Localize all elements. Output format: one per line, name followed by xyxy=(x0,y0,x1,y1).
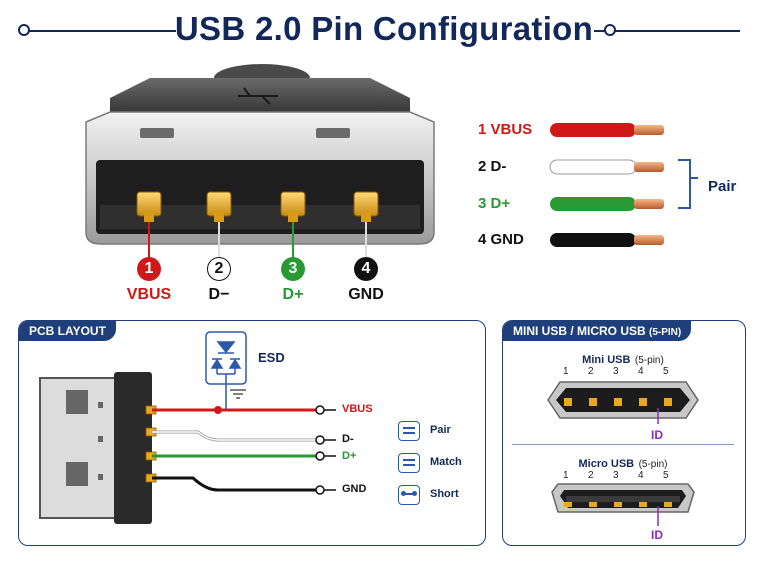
mini-pin-number: 1 xyxy=(563,366,569,377)
mini-pin-3 xyxy=(614,398,622,406)
micro-usb-title-text: Micro USB xyxy=(578,458,635,470)
pair-label: Pair xyxy=(708,178,737,195)
micro-pin-number: 3 xyxy=(613,470,619,481)
legend-match-label: Match xyxy=(430,456,462,468)
mini-usb-title: Mini USB (5-pin) xyxy=(502,350,744,368)
pcb-signal-gnd: GND xyxy=(342,483,367,495)
micro-pin-1 xyxy=(564,502,572,507)
wire-vbus xyxy=(550,123,664,137)
shell-slot-right xyxy=(316,128,350,138)
mini-micro-header-text: MINI USB / MICRO USB xyxy=(513,324,646,338)
connector-overmold xyxy=(110,78,410,118)
micro-pin-number: 2 xyxy=(588,470,594,481)
mini-micro-divider xyxy=(512,444,734,445)
wire-dplus xyxy=(550,197,664,211)
pin3-number-badge: 3 xyxy=(281,257,305,281)
mini-id-label: ID xyxy=(651,428,663,442)
wire-label-dminus: 2 D- xyxy=(478,158,507,175)
micro-pin-4 xyxy=(639,502,647,507)
mini-pin-number: 2 xyxy=(588,366,594,377)
pin4-number-badge: 4 xyxy=(354,257,378,281)
wire-label-gnd: 4 GND xyxy=(478,231,524,248)
pin2-number-badge: 2 xyxy=(207,257,231,281)
mini-pin-2 xyxy=(589,398,597,406)
mini-micro-header-suffix: (5-PIN) xyxy=(649,327,682,338)
wire-gnd xyxy=(550,233,664,247)
mini-pin-number: 4 xyxy=(638,366,644,377)
pcb-signal-vbus: VBUS xyxy=(342,403,373,415)
micro-pin-2 xyxy=(589,502,597,507)
pcb-signal-dminus: D- xyxy=(342,433,354,445)
micro-id-label: ID xyxy=(651,528,663,542)
wire-label-vbus: 1 VBUS xyxy=(478,121,533,138)
trace-gnd xyxy=(152,476,318,492)
ground-symbol-icon xyxy=(230,389,246,399)
esd-label: ESD xyxy=(258,350,285,365)
legend-pair-equals-icon xyxy=(398,421,420,441)
mini-pin-1 xyxy=(564,398,572,406)
micro-pin-number: 1 xyxy=(563,470,569,481)
pcb-panel-header: PCB LAYOUT xyxy=(19,321,116,341)
micro-pin-5 xyxy=(664,502,672,507)
mini-pin-5 xyxy=(664,398,672,406)
shell-slot-left xyxy=(140,128,174,138)
wire-dminus xyxy=(549,159,664,175)
trace-dminus xyxy=(152,431,318,441)
title-right-line xyxy=(594,30,740,32)
title-right-dot xyxy=(604,24,616,36)
pin2-name: D− xyxy=(208,286,230,303)
legend-pair-label: Pair xyxy=(430,424,451,436)
mini-micro-connectors xyxy=(547,381,699,526)
pin3-name: D+ xyxy=(282,286,304,303)
legend-short-label: Short xyxy=(430,488,459,500)
pcb-layout-diagram xyxy=(39,331,336,524)
mini-usb-title-text: Mini USB xyxy=(582,354,631,366)
micro-pin-number: 4 xyxy=(638,470,644,481)
micro-usb-title: Micro USB (5-pin) xyxy=(502,454,744,472)
page-title: USB 2.0 Pin Configuration xyxy=(174,10,594,47)
micro-pin-number: 5 xyxy=(663,470,669,481)
pin4-name: GND xyxy=(348,286,384,303)
plug-housing xyxy=(114,372,152,524)
usb-connector-illustration xyxy=(85,64,435,258)
pcb-signal-dplus: D+ xyxy=(342,450,357,462)
mini-micro-panel-header: MINI USB / MICRO USB (5-PIN) xyxy=(503,321,692,341)
micro-usb-title-suffix: (5-pin) xyxy=(638,459,668,470)
mini-pin-number: 3 xyxy=(613,366,619,377)
pair-bracket xyxy=(678,159,698,209)
pin1-name: VBUS xyxy=(126,286,172,303)
mini-pin-number: 5 xyxy=(663,366,669,377)
esd-diode-icon xyxy=(210,341,242,410)
legend-match-equals-icon xyxy=(398,453,420,473)
wire-illustrations xyxy=(549,123,698,247)
pin1-number-badge: 1 xyxy=(137,257,161,281)
mini-usb-title-suffix: (5-pin) xyxy=(634,355,664,366)
mini-pin-4 xyxy=(639,398,647,406)
usb-symbol-icon xyxy=(238,87,278,105)
legend-short-icon xyxy=(398,485,420,505)
title-left-line xyxy=(28,30,176,32)
micro-pin-3 xyxy=(614,502,622,507)
wire-label-dplus: 3 D+ xyxy=(478,195,511,212)
